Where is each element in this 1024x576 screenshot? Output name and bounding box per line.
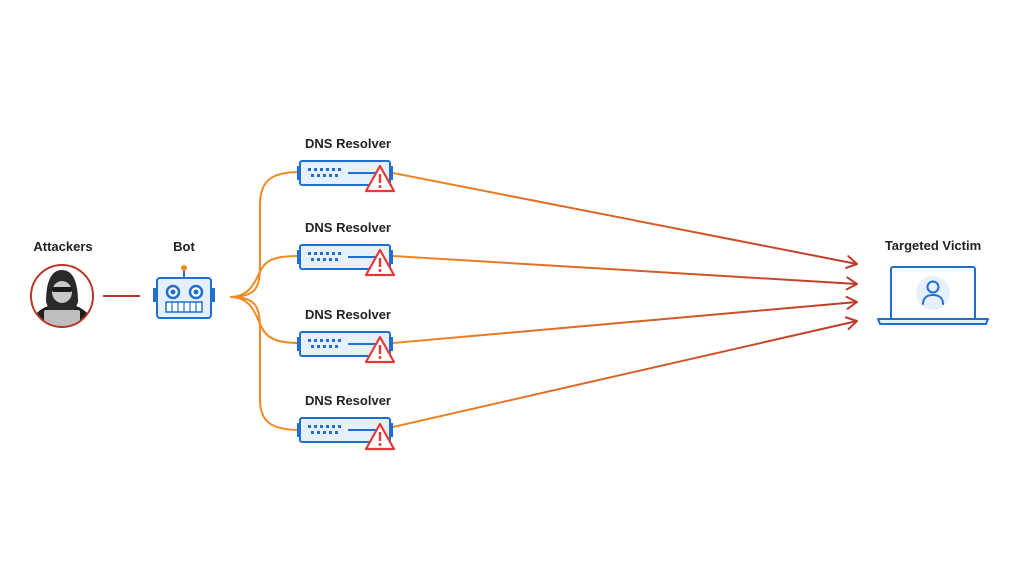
resolver-label-1: DNS Resolver [305, 136, 391, 151]
attack-traffic [392, 172, 858, 428]
resolver-label-3: DNS Resolver [305, 307, 391, 322]
attackers-label: Attackers [33, 239, 93, 254]
victim-label: Targeted Victim [884, 238, 982, 253]
resolver-label-2: DNS Resolver [305, 220, 391, 235]
bot-label: Bot [173, 239, 195, 254]
bot-resolver-links [229, 171, 301, 431]
resolver-label-4: DNS Resolver [305, 393, 391, 408]
hooded-hacker-icon [30, 264, 94, 328]
robot-icon [153, 265, 215, 319]
laptop-user-icon [877, 266, 989, 325]
